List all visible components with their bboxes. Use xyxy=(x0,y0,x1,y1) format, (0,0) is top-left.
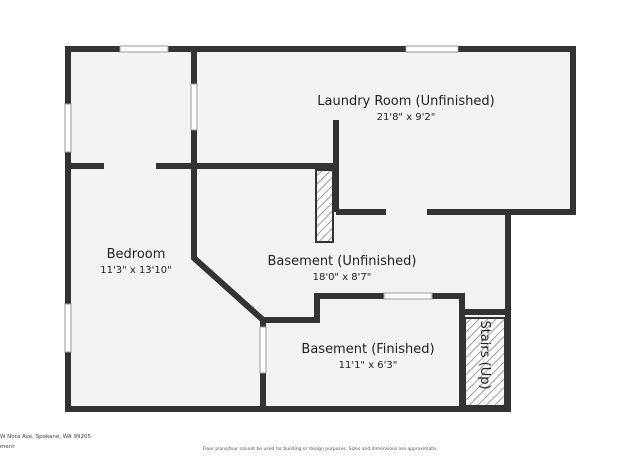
window-left-lower xyxy=(64,303,72,353)
basement-finished-name: Basement (Finished) xyxy=(301,342,434,357)
window-top-right xyxy=(405,45,459,53)
basement-unfinished-name: Basement (Unfinished) xyxy=(268,254,417,269)
windows xyxy=(64,45,459,374)
window-top-left xyxy=(119,45,169,53)
basement-unfinished-dims: 18'0" x 8'7" xyxy=(313,272,372,283)
footer-address-line2: ment xyxy=(0,444,15,450)
laundry-room-dims: 21'8" x 9'2" xyxy=(377,112,436,123)
window-left-upper xyxy=(64,103,72,153)
laundry-room-name: Laundry Room (Unfinished) xyxy=(317,94,494,109)
footer-address: W Nora Ave, Spokane, WA 99205 xyxy=(0,434,91,440)
footer-address-block: W Nora Ave, Spokane, WA 99205 ment xyxy=(0,432,91,452)
basement-finished-dims: 11'1" x 6'3" xyxy=(339,360,398,371)
window-basement-wall xyxy=(383,292,433,300)
window-interior-lower xyxy=(259,326,267,374)
bedroom-dims: 11'3" x 13'10" xyxy=(100,265,172,276)
stairs-label: Stairs (Up) xyxy=(477,320,492,389)
stairs-hatch-main xyxy=(464,317,506,407)
footer-disclaimer: Floor plans/tour cannot be used for buil… xyxy=(202,447,438,452)
bedroom-name: Bedroom xyxy=(107,247,166,262)
stairs-hatch-small xyxy=(315,169,334,243)
window-interior-upper xyxy=(190,83,198,131)
